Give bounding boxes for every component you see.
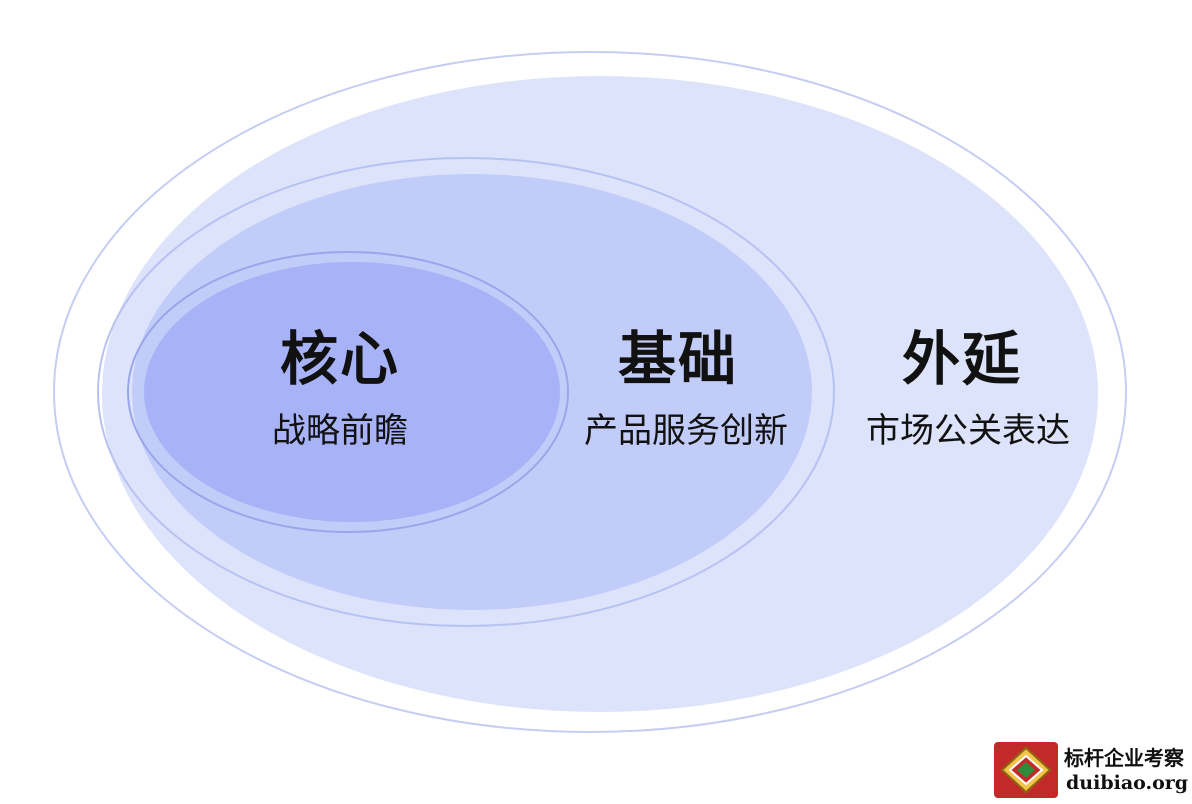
middle-title: 基础 (617, 325, 739, 393)
middle-subtitle: 产品服务创新 (584, 411, 788, 451)
outer-ring (53, 51, 1127, 733)
watermark-url: duibiao.org (1066, 772, 1189, 794)
inner-ellipse (144, 262, 560, 522)
inner-ring (127, 251, 569, 533)
watermark-name: 标杆企业考察 (1064, 746, 1184, 770)
watermark: 标杆企业考察 duibiao.org (994, 740, 1192, 800)
middle-ring (97, 157, 835, 627)
inner-title: 核心 (279, 325, 401, 393)
logo-icon (994, 742, 1058, 798)
inner-subtitle: 战略前瞻 (272, 411, 408, 451)
outer-title: 外延 (901, 325, 1023, 393)
outer-subtitle: 市场公关表达 (866, 411, 1070, 451)
